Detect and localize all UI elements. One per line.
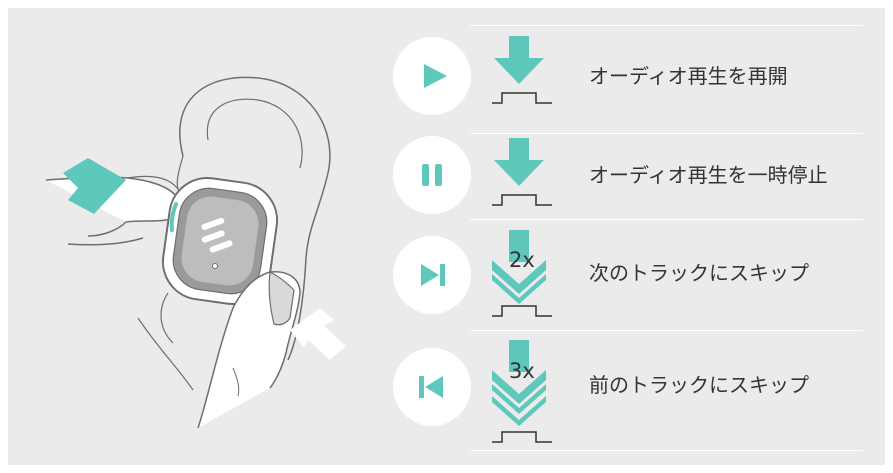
single-press-icon <box>492 36 552 104</box>
next-track-icon <box>393 236 471 314</box>
action-label-previous: 前のトラックにスキップ <box>589 373 809 397</box>
action-label-resume: オーディオ再生を再開 <box>589 64 788 88</box>
pause-icon <box>393 136 471 214</box>
action-label-next: 次のトラックにスキップ <box>589 261 809 285</box>
row-divider <box>470 219 863 220</box>
double-press-icon <box>492 230 552 317</box>
single-press-icon <box>492 138 552 206</box>
row-divider <box>470 450 863 451</box>
press-count: 2x <box>509 248 535 272</box>
triple-press-icon <box>492 340 552 443</box>
row-divider <box>470 133 863 134</box>
instruction-panel: オーディオ再生を再開 オーディオ再生を一時停止 2x 次のトラックにスキップ <box>8 8 885 465</box>
row-divider <box>470 330 863 331</box>
earbud-illustration <box>45 76 346 429</box>
press-count: 3x <box>509 359 535 383</box>
previous-track-icon <box>393 348 471 426</box>
row-divider <box>470 25 863 26</box>
action-label-pause: オーディオ再生を一時停止 <box>589 163 828 187</box>
play-icon <box>393 37 471 115</box>
